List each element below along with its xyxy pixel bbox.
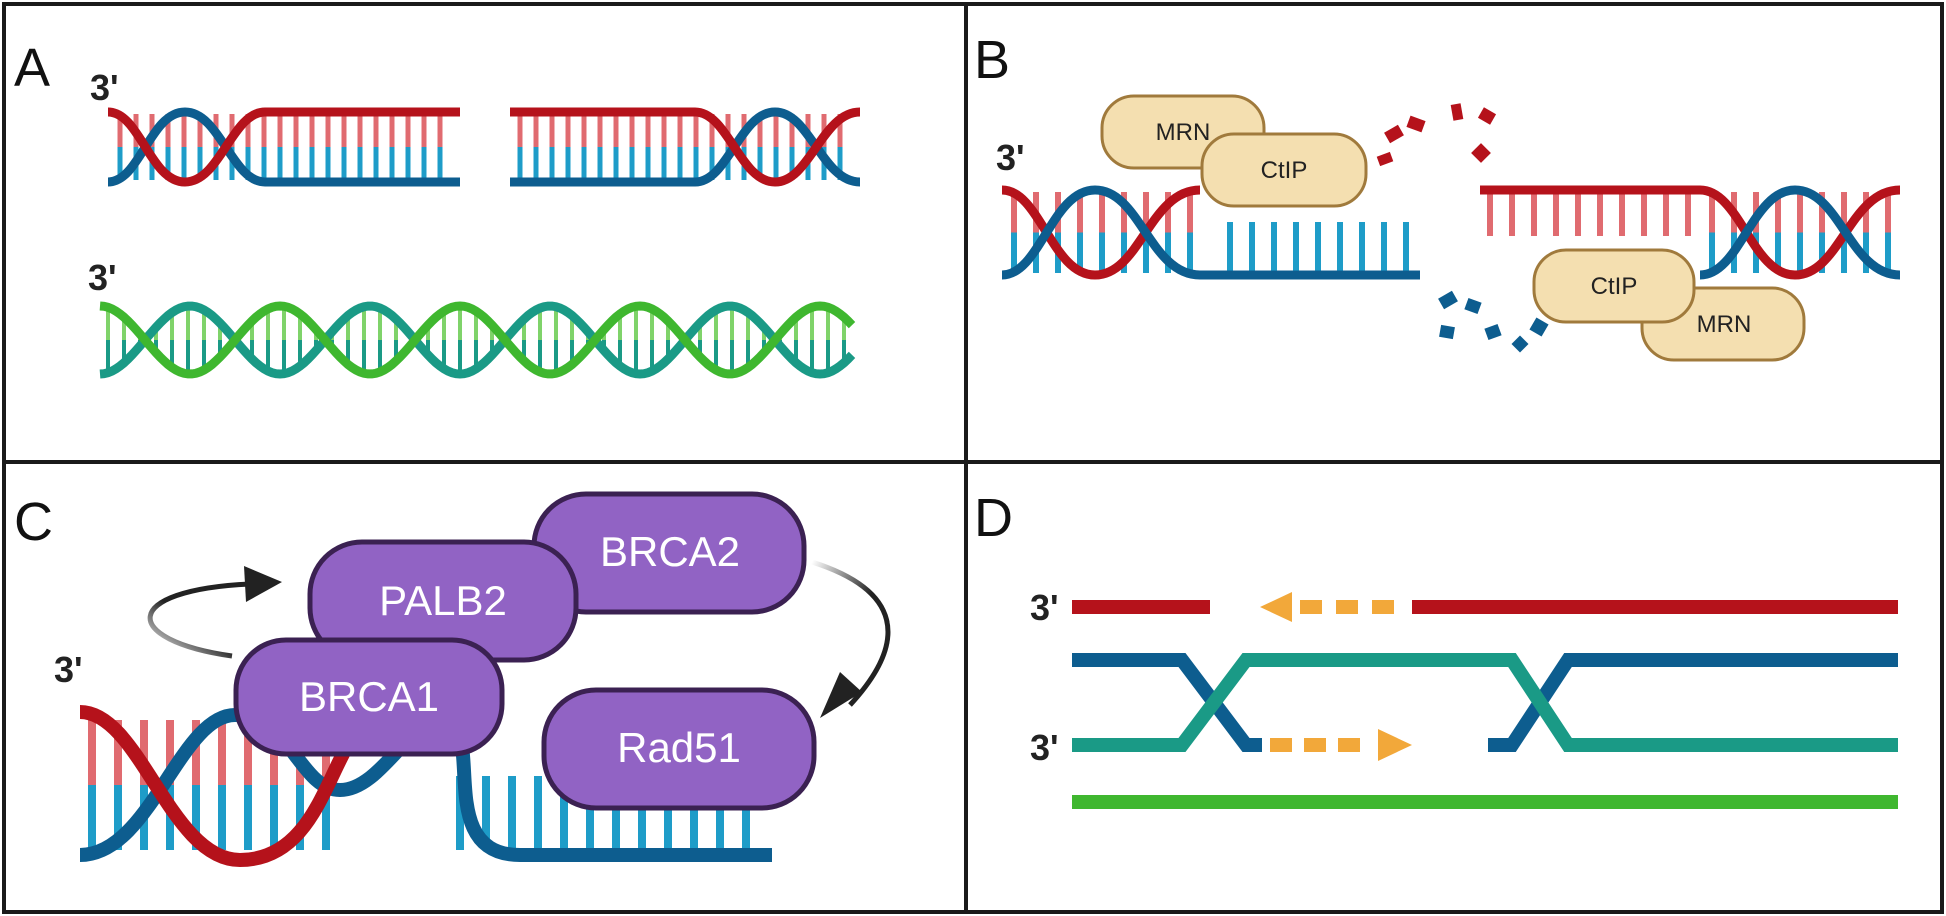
panel-b-frame [964, 2, 1944, 464]
fragment [1376, 151, 1394, 167]
panel-a-3prime-top: 3' [90, 67, 119, 108]
dash [1338, 738, 1360, 752]
panel-b-letter: B [974, 30, 1010, 90]
base-pairs [117, 114, 443, 180]
dashed-arrow-icon [1270, 729, 1412, 761]
red-fragments [1376, 103, 1497, 167]
fragment [1384, 124, 1404, 144]
blue-strand [1001, 185, 1420, 280]
panel-c-letter: C [14, 492, 53, 552]
teal-strand [99, 301, 856, 379]
fragment [1438, 290, 1458, 310]
fragment [1464, 297, 1482, 315]
panel-c: C 3' BRCA2 PALB2 BRCA1 Rad51 [14, 491, 891, 868]
ctip-protein [1200, 132, 1368, 208]
mrn-label: MRN [1697, 311, 1752, 338]
arrow-head [1378, 729, 1412, 761]
dashed-arrow-icon [1260, 592, 1394, 622]
brca1-label: BRCA1 [299, 673, 439, 720]
arrow-head [1260, 592, 1292, 622]
blue-strand [1488, 653, 1898, 752]
brca2-label: BRCA2 [600, 528, 740, 575]
fragment [1484, 323, 1502, 341]
dash [1270, 738, 1292, 752]
mrn-ctip-complex-left: MRN CtIP [1100, 94, 1368, 208]
ctip-label: CtIP [1261, 157, 1308, 184]
blue-strand [79, 707, 772, 862]
panel-b-3prime: 3' [996, 137, 1025, 178]
green-strand [99, 301, 856, 379]
dash [1336, 600, 1358, 614]
homologous-dna [99, 301, 856, 379]
panel-a: A 3' 3' [14, 38, 861, 379]
panel-d: D 3' 3' [974, 488, 1898, 809]
panel-b: B 3' [974, 30, 1901, 362]
panel-a-frame [2, 2, 968, 464]
rad51-protein [541, 687, 817, 811]
panel-d-frame [964, 460, 1944, 914]
curved-arrow-icon [147, 581, 251, 659]
broken-dna-right [510, 107, 861, 187]
hr-protein-complex: BRCA2 PALB2 BRCA1 Rad51 [233, 491, 817, 811]
mrn-label: MRN [1156, 119, 1211, 146]
curved-arrow-head [244, 566, 282, 602]
palb2-label: PALB2 [379, 577, 507, 624]
rad51-label: Rad51 [617, 724, 741, 771]
dash [1304, 738, 1326, 752]
curved-arrow-head [820, 672, 862, 718]
base-pairs [1487, 192, 1891, 273]
fragment [1450, 103, 1464, 121]
holliday-junction [1072, 600, 1898, 809]
blue-fragments [1438, 290, 1549, 353]
red-strand [1001, 185, 1201, 280]
panel-c-3prime: 3' [54, 649, 83, 690]
base-pairs [517, 114, 843, 180]
curved-arrow-icon [811, 559, 891, 707]
fragment [1439, 324, 1455, 340]
mrn-ctip-complex-right: MRN CtIP [1532, 248, 1806, 362]
fragment [1406, 115, 1426, 133]
panel-a-letter: A [14, 38, 50, 98]
fragment [1511, 335, 1529, 353]
resected-dna-left [1001, 185, 1420, 280]
red-strand [510, 107, 861, 187]
fragment [1477, 107, 1497, 125]
panel-d-3prime-top: 3' [1030, 587, 1059, 628]
dash [1300, 600, 1322, 614]
blue-strand [510, 107, 861, 187]
broken-dna-left [107, 107, 460, 187]
panel-a-3prime-bottom: 3' [88, 257, 117, 298]
fragment [1529, 317, 1549, 337]
blue-strand [1699, 185, 1901, 280]
panel-d-letter: D [974, 488, 1013, 548]
fragment [1471, 143, 1491, 163]
resected-dna-right [1480, 185, 1901, 280]
ctip-protein [1532, 248, 1696, 324]
panel-d-3prime-bottom: 3' [1030, 727, 1059, 768]
dash [1372, 600, 1394, 614]
ctip-label: CtIP [1591, 273, 1638, 300]
teal-strand [1072, 653, 1898, 752]
blue-strand [107, 107, 460, 187]
brca1-protein [233, 637, 505, 757]
red-strand [1480, 185, 1901, 280]
red-strand [107, 107, 460, 187]
